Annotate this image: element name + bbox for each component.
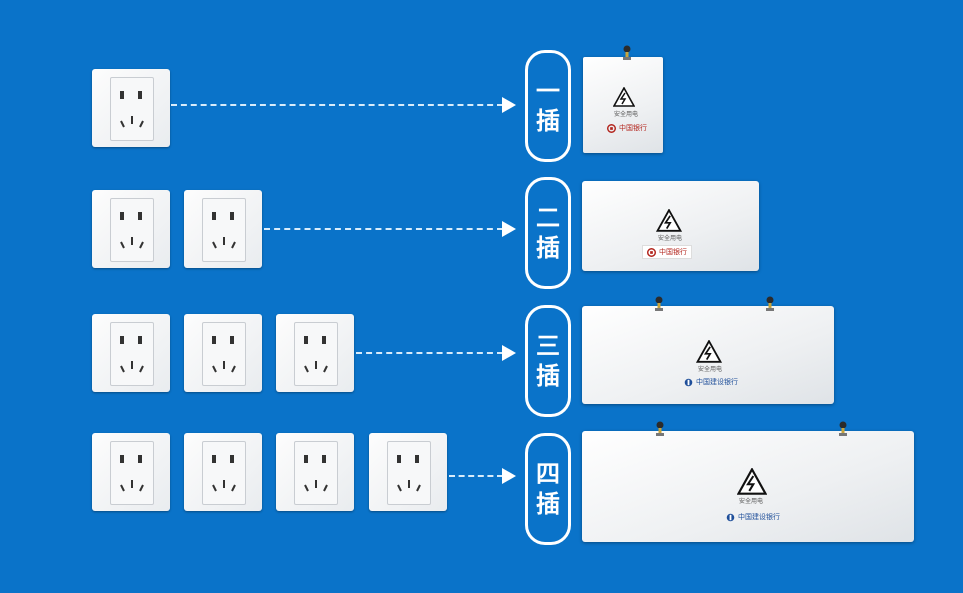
- wall-socket-icon: [92, 190, 170, 268]
- label-bottom: 插: [536, 234, 560, 262]
- bank-badge: 中国建设银行: [684, 377, 738, 387]
- cable-box-1: 安全用电 中国银行: [583, 57, 663, 153]
- bank-name: 中国银行: [659, 248, 687, 256]
- arrow-right-icon: [502, 97, 516, 113]
- label-top: 三: [536, 332, 560, 360]
- key-icon: [623, 45, 631, 60]
- warning-text: 安全用电: [658, 235, 683, 242]
- key-icon: [656, 421, 664, 436]
- bank-name: 中国建设银行: [696, 378, 738, 386]
- cable-box-4: 安全用电 中国建设银行: [582, 431, 914, 542]
- warning-text: 安全用电: [614, 111, 639, 118]
- bank-name: 中国银行: [619, 124, 647, 132]
- warning-text: 安全用电: [739, 498, 764, 505]
- bank-logo-icon: [647, 247, 656, 257]
- wall-socket-icon: [276, 433, 354, 511]
- label-four-plug: 四 插: [525, 433, 571, 545]
- bank-badge: 中国建设银行: [726, 512, 780, 522]
- wall-socket-icon: [184, 314, 262, 392]
- wall-socket-icon: [369, 433, 447, 511]
- bank-badge: 中国银行: [607, 123, 647, 133]
- arrow-right-icon: [502, 345, 516, 361]
- wall-socket-icon: [92, 69, 170, 147]
- lightning-warning-icon: [613, 87, 635, 107]
- bank-logo-icon: [726, 513, 735, 521]
- key-icon: [839, 421, 847, 436]
- label-top: 四: [536, 460, 560, 488]
- label-two-plug: 二 插: [525, 177, 571, 289]
- label-bottom: 插: [536, 490, 560, 518]
- key-icon: [655, 296, 663, 311]
- wall-socket-icon: [276, 314, 354, 392]
- wall-socket-icon: [92, 314, 170, 392]
- bank-badge: 中国银行: [642, 245, 692, 259]
- label-three-plug: 三 插: [525, 305, 571, 417]
- warning-text: 安全用电: [698, 366, 723, 373]
- wall-socket-icon: [92, 433, 170, 511]
- connector-line: [449, 475, 503, 477]
- lightning-warning-icon: [737, 468, 767, 495]
- cable-box-3: 安全用电 中国建设银行: [582, 306, 834, 404]
- lightning-warning-icon: [656, 209, 682, 232]
- key-icon: [766, 296, 774, 311]
- wall-socket-icon: [184, 190, 262, 268]
- bank-logo-icon: [607, 123, 616, 133]
- arrow-right-icon: [502, 468, 516, 484]
- lightning-warning-icon: [696, 340, 722, 363]
- bank-logo-icon: [684, 378, 693, 386]
- connector-line: [356, 352, 503, 354]
- label-top: 二: [536, 204, 560, 232]
- label-bottom: 插: [536, 107, 560, 135]
- wall-socket-icon: [184, 433, 262, 511]
- connector-line: [264, 228, 503, 230]
- cable-box-2: 安全用电 中国银行: [582, 181, 759, 271]
- label-one-plug: 一 插: [525, 50, 571, 162]
- label-bottom: 插: [536, 362, 560, 390]
- connector-line: [171, 104, 503, 106]
- bank-name: 中国建设银行: [738, 513, 780, 521]
- arrow-right-icon: [502, 221, 516, 237]
- label-top: 一: [536, 77, 560, 105]
